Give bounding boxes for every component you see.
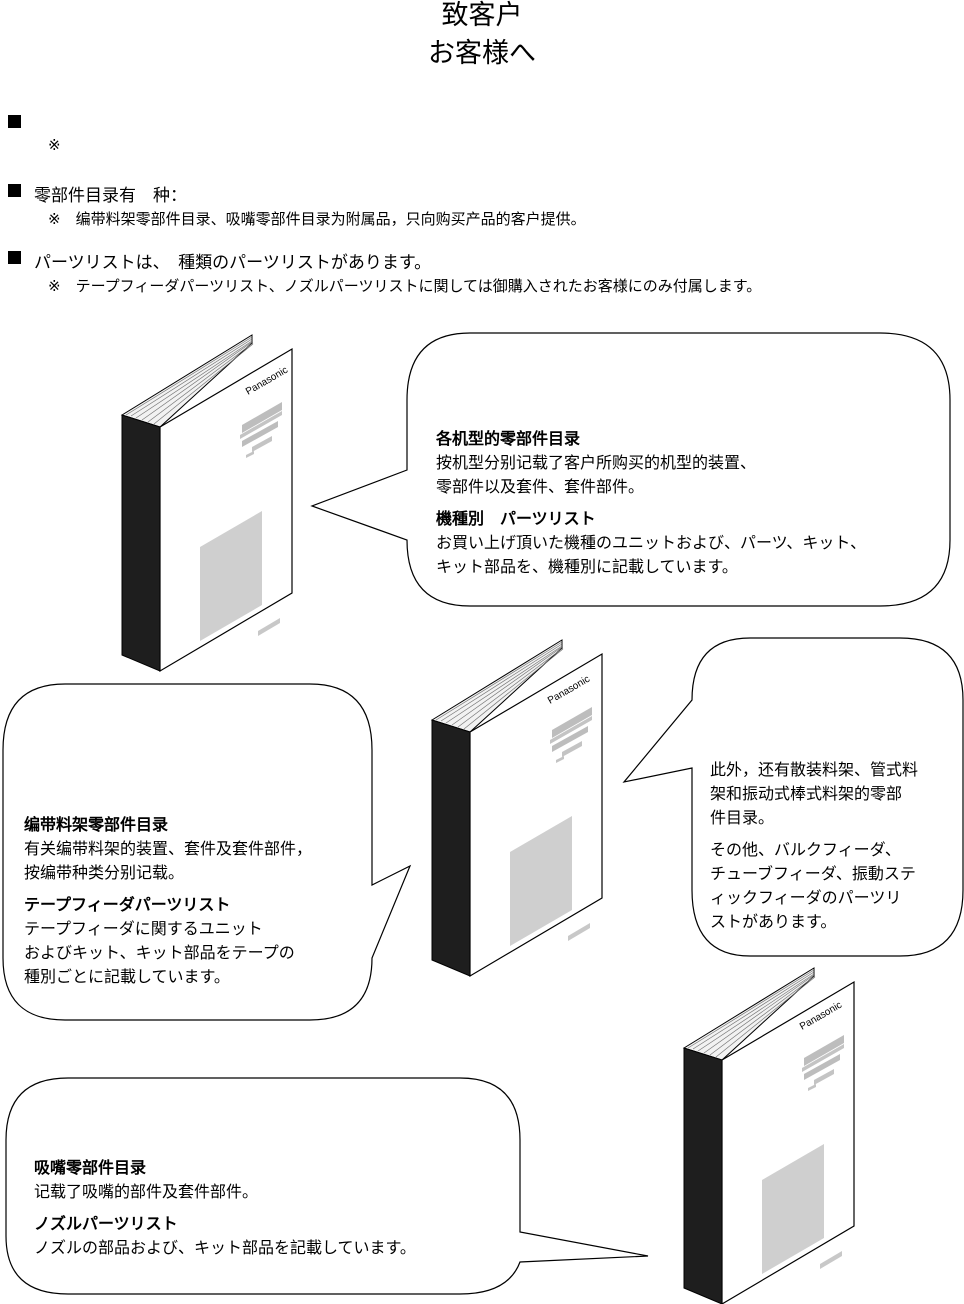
- bullet-square: [8, 115, 21, 128]
- tape-line-ja-3: 種別ごとに記載しています。: [24, 967, 230, 986]
- bullet-square: [8, 184, 21, 197]
- nozzle-heading-zh: 吸嘴零部件目录: [34, 1158, 147, 1177]
- item3-text: パーツリストは、 種類のパーツリストがあります。: [34, 253, 432, 273]
- other-line-ja-2: チューブフィーダ、振動ステ: [710, 864, 916, 883]
- item2-text: 零部件目录有 种：: [34, 186, 187, 206]
- tape-heading-zh: 编带料架零部件目录: [24, 815, 169, 834]
- bubble-other-text: 此外，还有散装料架、管式料 架和振动式棒式料架的零部 件目录。 その他、バルクフ…: [710, 758, 918, 934]
- model-line-ja-1: お買い上げ頂いた機種のユニットおよび、パーツ、キット、: [436, 533, 867, 552]
- model-line-zh-1: 按机型分别记载了客户所购买的机型的装置、: [436, 453, 757, 472]
- item1-note: ※: [48, 136, 61, 154]
- bubble-tape-text: 编带料架零部件目录 有关编带料架的装置、套件及套件部件， 按编带种类分别记载。 …: [24, 813, 312, 989]
- tape-line-ja-2: およびキット、キット部品をテープの: [24, 943, 295, 962]
- bullet-square: [8, 251, 21, 264]
- bubble-model-text: 各机型的零部件目录 按机型分别记载了客户所购买的机型的装置、 零部件以及套件、套…: [436, 427, 866, 579]
- bubble-tape: [2, 683, 412, 1021]
- tape-line-zh-2: 按编带种类分别记载。: [24, 863, 185, 882]
- book-model: Panasonic: [121, 334, 293, 672]
- tape-line-ja-1: テープフィーダに関するユニット: [24, 919, 263, 938]
- title-ja: お客様へ: [428, 38, 536, 69]
- other-line-zh-1: 此外，还有散装料架、管式料: [710, 760, 919, 779]
- nozzle-line-ja-1: ノズルの部品および、キット部品を記載しています。: [34, 1238, 416, 1257]
- tape-heading-ja: テープフィーダパーツリスト: [24, 895, 231, 914]
- book-nozzle: Panasonic: [683, 967, 855, 1304]
- title-zh: 致客户: [441, 0, 523, 31]
- bubble-other: [622, 637, 964, 957]
- other-line-ja-1: その他、バルクフィーダ、: [710, 840, 901, 859]
- other-line-ja-4: ストがあります。: [710, 912, 837, 931]
- other-line-ja-3: ィックフィーダのパーツリ: [710, 888, 902, 907]
- item2-note: ※ 编带料架零部件目录、吸嘴零部件目录为附属品，只向购买产品的客户提供。: [48, 210, 586, 228]
- item3-note: ※ テープフィーダパーツリスト、ノズルパーツリストに関しては御購入されたお客様に…: [48, 277, 762, 295]
- nozzle-heading-ja: ノズルパーツリスト: [34, 1214, 178, 1233]
- bubble-model: [310, 332, 951, 607]
- tape-line-zh-1: 有关编带料架的装置、套件及套件部件，: [24, 839, 313, 858]
- model-line-ja-2: キット部品を、機種別に記載しています。: [436, 557, 738, 576]
- model-heading-zh: 各机型的零部件目录: [436, 429, 581, 448]
- nozzle-line-zh-1: 记载了吸嘴的部件及套件部件。: [34, 1182, 259, 1201]
- other-line-zh-3: 件目录。: [710, 808, 775, 827]
- bubble-nozzle-text: 吸嘴零部件目录 记载了吸嘴的部件及套件部件。 ノズルパーツリスト ノズルの部品お…: [34, 1156, 416, 1260]
- other-line-zh-2: 架和振动式棒式料架的零部: [710, 784, 903, 803]
- model-heading-ja: 機種別 パーツリスト: [436, 509, 596, 528]
- bubble-nozzle: [5, 1077, 649, 1295]
- model-line-zh-2: 零部件以及套件、套件部件。: [436, 477, 645, 496]
- book-tape: Panasonic: [431, 639, 603, 977]
